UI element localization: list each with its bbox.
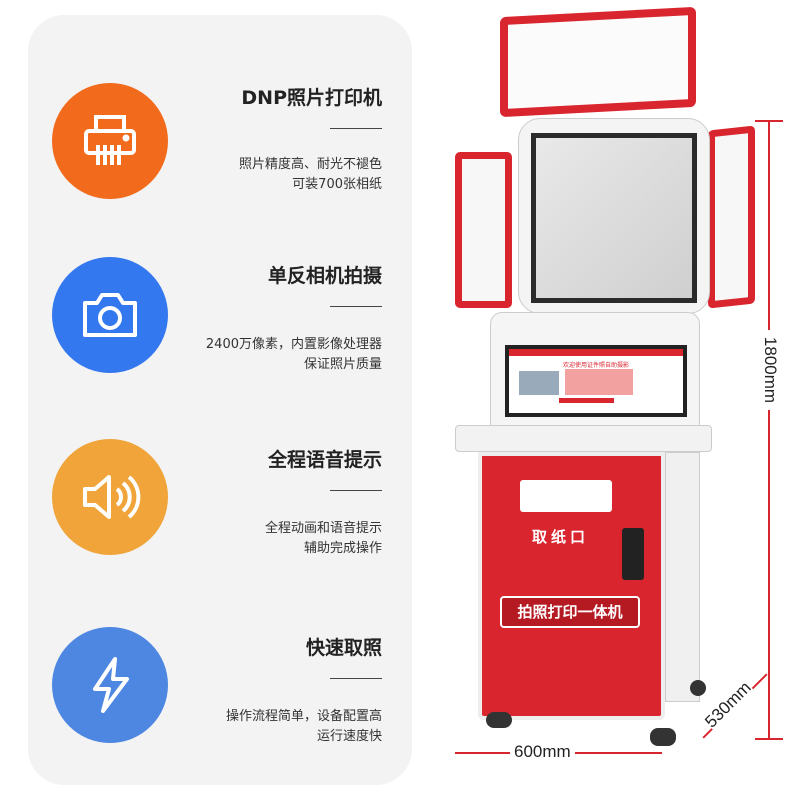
wheel — [486, 712, 512, 728]
keypad — [622, 528, 644, 580]
product-label: 拍照打印一体机 — [500, 596, 640, 628]
speaker-icon — [52, 439, 168, 555]
printer-icon — [52, 83, 168, 199]
width-label: 600mm — [510, 742, 575, 762]
feature-fast: 快速取照 操作流程简单，设备配置高运行速度快 — [28, 625, 412, 805]
feature-title: 全程语音提示 — [267, 449, 382, 471]
feature-desc: 操作流程简单，设备配置高运行速度快 — [225, 709, 382, 744]
mirror-housing — [518, 118, 710, 314]
paper-slot — [520, 480, 612, 512]
dim-tick — [755, 120, 783, 122]
feature-desc: 全程动画和语音提示辅助完成操作 — [264, 521, 382, 556]
touch-screen: 欢迎使用证件照自助摄影 — [505, 345, 687, 417]
left-light-panel — [455, 152, 512, 308]
cabinet-side — [665, 452, 700, 702]
divider — [330, 490, 382, 491]
divider — [330, 678, 382, 679]
right-light-panel — [708, 125, 755, 309]
depth-label: 530mm — [701, 677, 756, 733]
cabinet-front: 取纸口 拍照打印一体机 — [478, 452, 665, 720]
feature-desc: 2400万像素，内置影像处理器保证照片质量 — [205, 337, 382, 372]
camera-icon — [52, 257, 168, 373]
feature-title: DNP照片打印机 — [241, 87, 382, 109]
feature-title: 单反相机拍摄 — [267, 265, 382, 287]
screen-housing: 欢迎使用证件照自助摄影 — [490, 312, 700, 432]
wheel — [690, 680, 706, 696]
lightning-icon — [52, 627, 168, 743]
top-light-panel — [500, 6, 696, 118]
feature-voice: 全程语音提示 全程动画和语音提示辅助完成操作 — [28, 437, 412, 617]
height-label: 1800mm — [760, 330, 780, 410]
feature-title: 快速取照 — [305, 637, 382, 659]
divider — [330, 306, 382, 307]
height-dim-line — [768, 120, 770, 740]
feature-printer: DNP照片打印机 照片精度高、耐光不褪色可装700张相纸 — [28, 75, 412, 255]
desk-ledge — [455, 425, 712, 452]
wheel — [650, 728, 676, 746]
divider — [330, 128, 382, 129]
feature-camera: 单反相机拍摄 2400万像素，内置影像处理器保证照片质量 — [28, 253, 412, 433]
slot-label: 取纸口 — [532, 528, 590, 546]
feature-desc: 照片精度高、耐光不褪色可装700张相纸 — [238, 157, 382, 192]
dim-tick — [755, 738, 783, 740]
mirror — [531, 133, 697, 303]
features-panel: DNP照片打印机 照片精度高、耐光不褪色可装700张相纸 单反相机拍摄 2400… — [28, 15, 412, 785]
